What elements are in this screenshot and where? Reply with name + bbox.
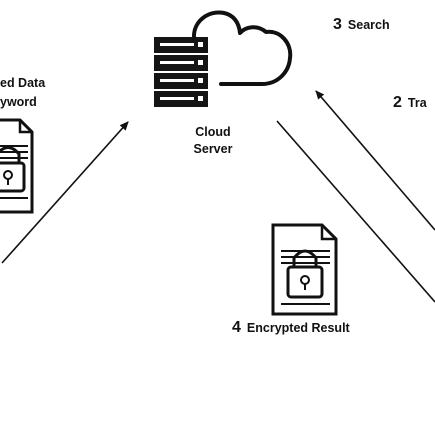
cloud-server-label: Cloud Server bbox=[170, 124, 256, 158]
server-stack-icon bbox=[154, 37, 208, 107]
step-text: Encrypted Result bbox=[246, 321, 350, 335]
step-number: 2 bbox=[393, 94, 402, 111]
left-label: ed Data yword bbox=[0, 74, 45, 112]
encrypted-document-result-icon bbox=[271, 223, 338, 316]
step-trapdoor-label: 2 Tra bbox=[393, 94, 427, 112]
encrypted-document-left-icon bbox=[0, 118, 34, 214]
left-label-line2: yword bbox=[0, 95, 37, 109]
cloud-server-label-line1: Cloud bbox=[195, 125, 231, 139]
step-number: 3 bbox=[333, 16, 342, 33]
line-result bbox=[276, 120, 435, 303]
arrow-upload bbox=[1, 121, 129, 264]
step-text: Tra bbox=[407, 96, 427, 110]
step-result-label: 4 Encrypted Result bbox=[232, 319, 350, 337]
cloud-server-label-line2: Server bbox=[193, 142, 233, 156]
left-label-line1: ed Data bbox=[0, 76, 46, 90]
arrow-trapdoor bbox=[315, 90, 435, 231]
step-number: 4 bbox=[232, 319, 241, 336]
step-search-label: 3 Search bbox=[333, 16, 390, 34]
cloud-icon bbox=[192, 10, 293, 86]
step-text: Search bbox=[347, 18, 390, 32]
